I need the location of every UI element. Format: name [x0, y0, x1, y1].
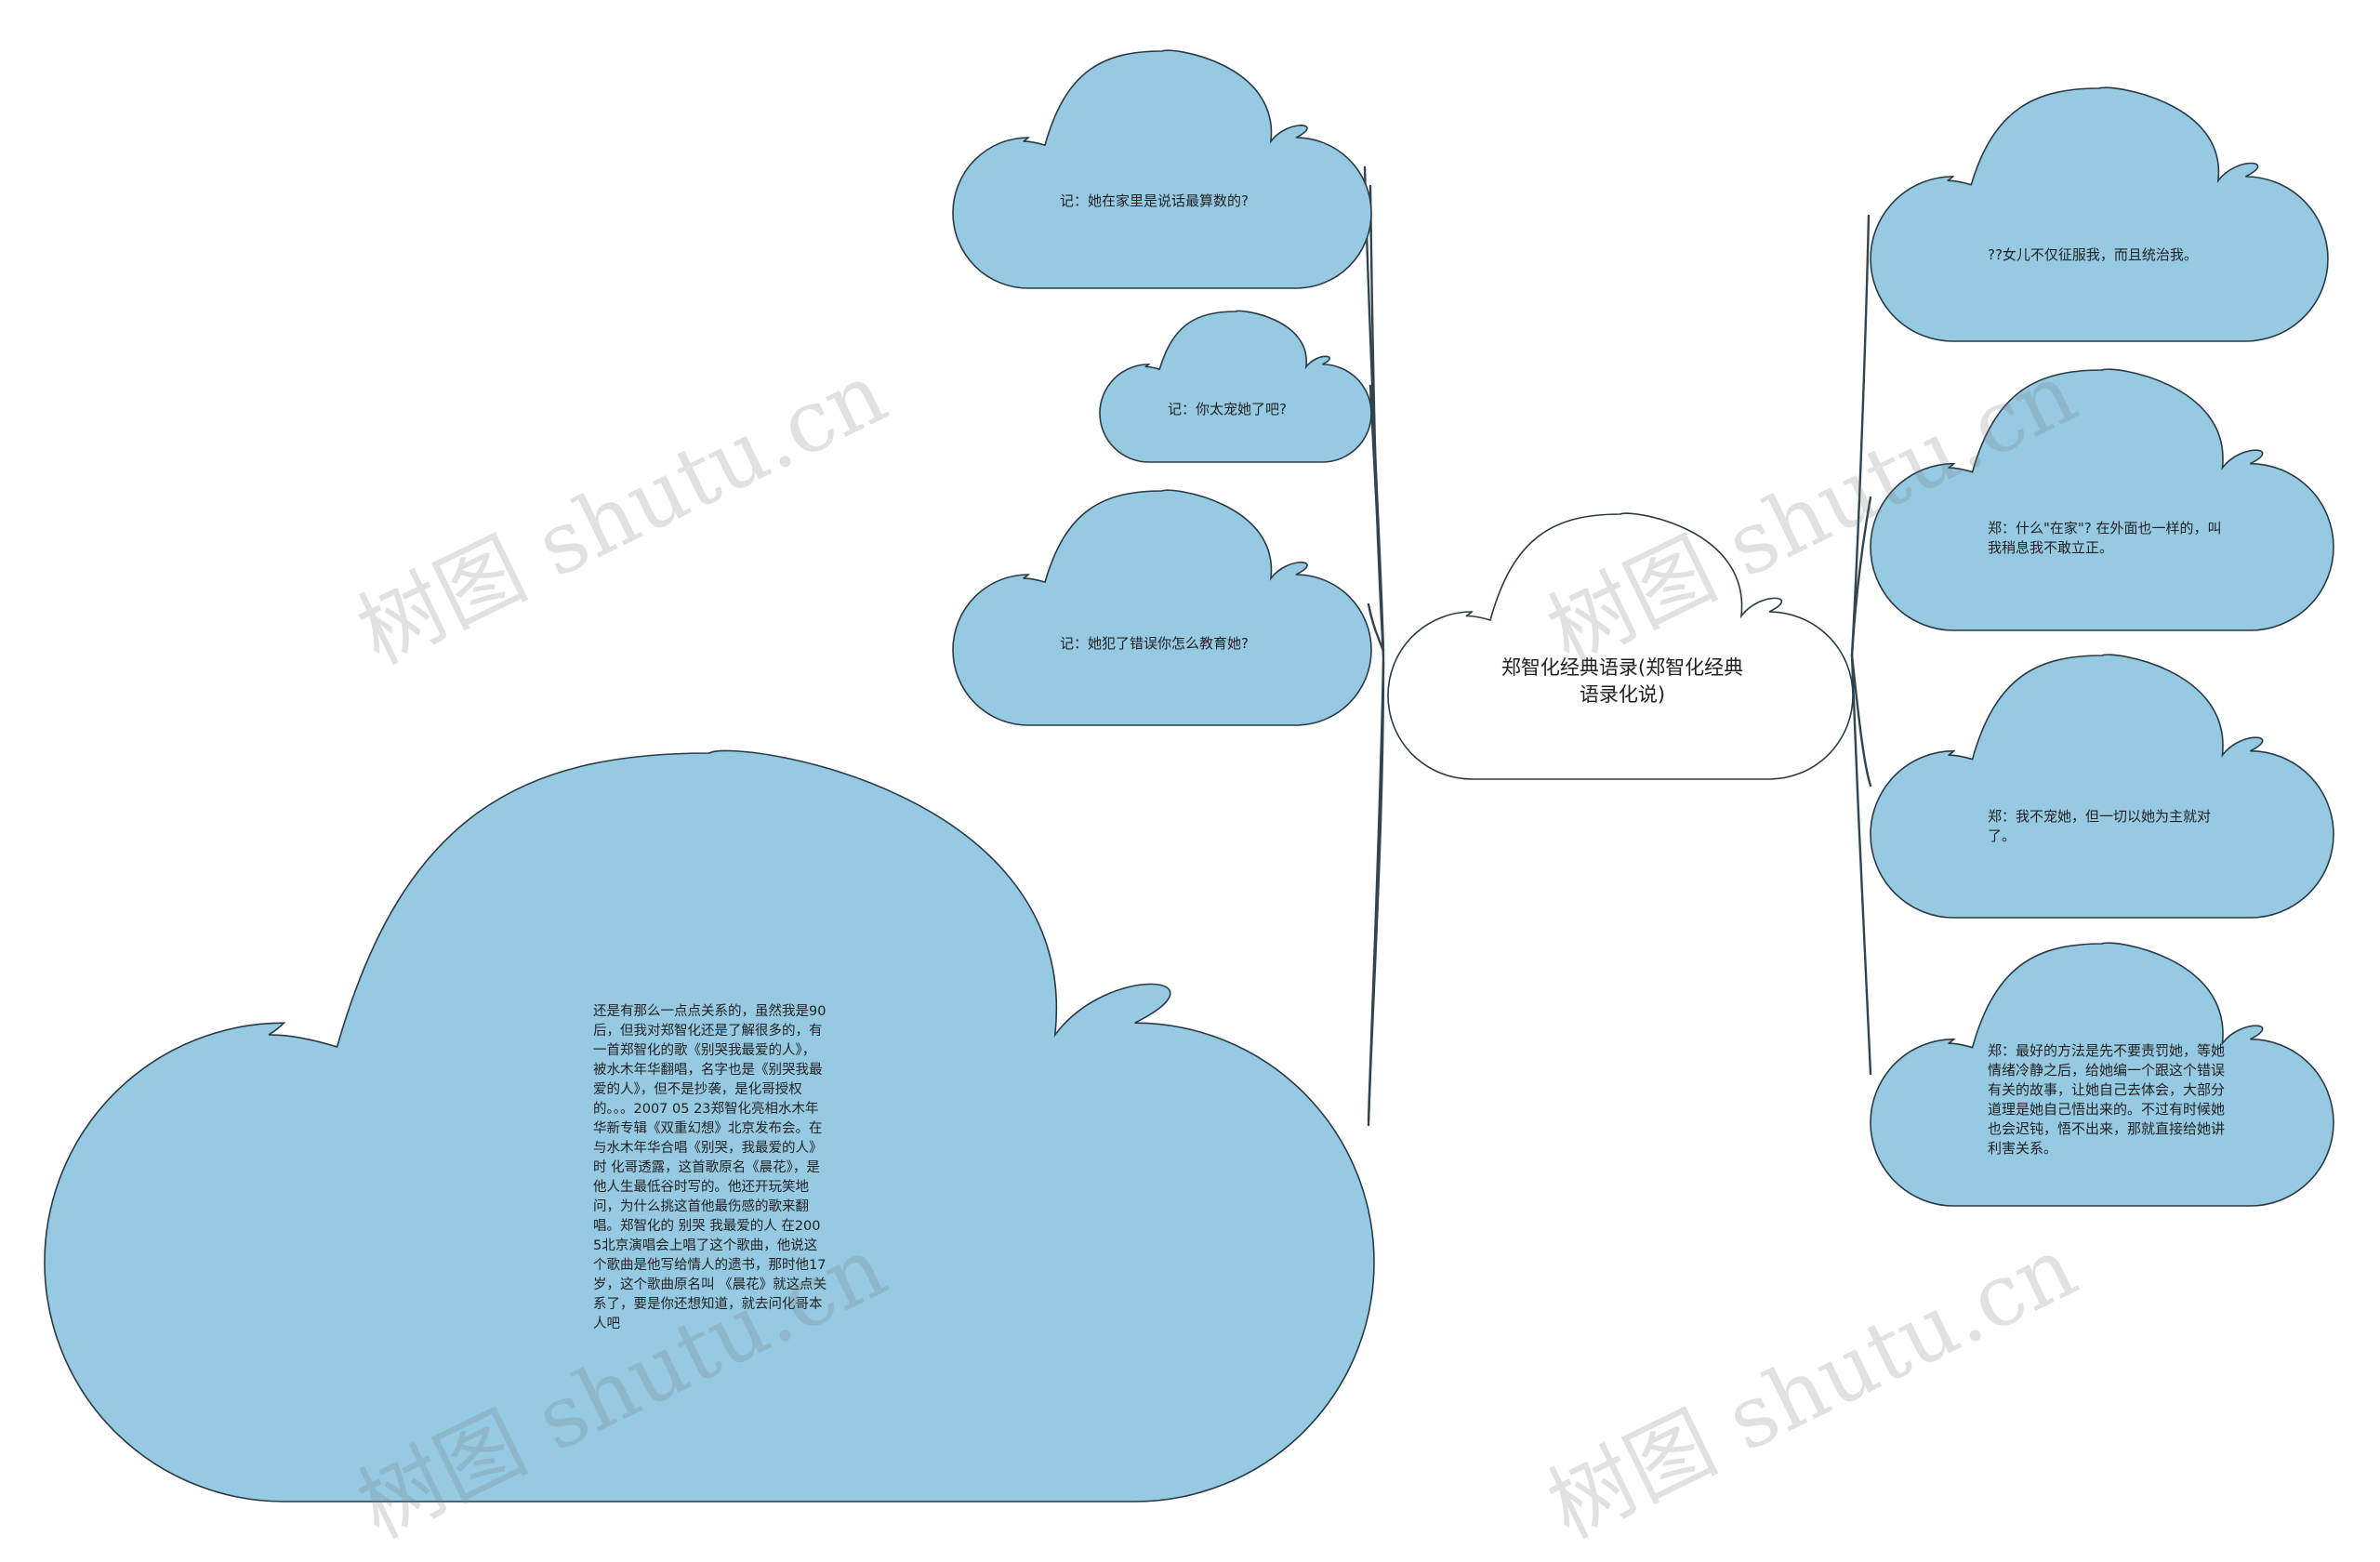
connector-right-3	[1850, 654, 1872, 788]
cloud-big	[44, 749, 1375, 1502]
cloud-right-2	[1870, 368, 2334, 631]
left-node-2[interactable]: 记：你太宠她了吧?	[1168, 401, 1287, 417]
connectors	[1363, 165, 1872, 1127]
left-node-1[interactable]: 记：她在家里是说话最算数的?	[1060, 192, 1249, 209]
right-node-3[interactable]: 郑：我不宠她，但一切以她为主就对了。	[1988, 808, 2212, 844]
center-topic[interactable]: 郑智化经典语录(郑智化经典语录化说)	[1501, 656, 1744, 706]
right-node-4[interactable]: 郑：最好的方法是先不要责罚她，等她情绪冷静之后，给她编一个跟这个错误有关的故事，…	[1988, 1042, 2226, 1157]
connector-right-2	[1850, 496, 1872, 657]
big-node-text[interactable]: 还是有那么一点点关系的，虽然我是90后，但我对郑智化还是了解很多的，有一首郑智化…	[593, 1004, 827, 1331]
cloud-left-3	[952, 489, 1372, 726]
left-node-3[interactable]: 记：她犯了错误你怎么教育她?	[1060, 635, 1249, 652]
connector-left-big	[1367, 660, 1385, 1122]
cloud-center	[1387, 512, 1854, 780]
cloud-right-1	[1870, 86, 2329, 342]
connector-left-2	[1368, 384, 1385, 653]
cloud-right-4	[1870, 942, 2334, 1207]
connector-right-trunk	[1850, 214, 1871, 657]
right-node-1[interactable]: ??女儿不仅征服我，而且统治我。	[1988, 246, 2198, 263]
cloud-left-1	[952, 49, 1372, 289]
connector-right-4	[1850, 654, 1872, 1076]
cloud-left-2	[1099, 310, 1372, 463]
connector-left-3	[1367, 602, 1385, 653]
right-node-2[interactable]: 郑：什么"在家"? 在外面也一样的，叫我稍息我不敢立正。	[1988, 520, 2222, 556]
cloud-nodes	[44, 49, 2334, 1502]
cloud-right-3	[1870, 654, 2334, 919]
